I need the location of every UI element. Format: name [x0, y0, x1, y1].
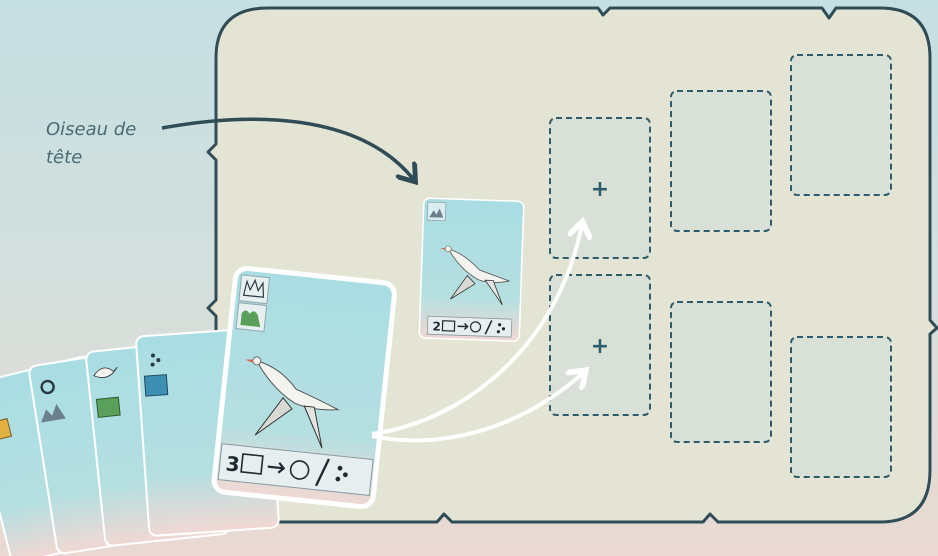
slot-2[interactable]: + — [549, 274, 651, 416]
slot-3[interactable] — [670, 90, 772, 232]
mistletoe-icon — [496, 323, 506, 334]
lead-bird-card[interactable]: 2 — [418, 197, 525, 342]
featured-card-cost: 3 — [225, 451, 241, 476]
slot-6[interactable] — [790, 336, 892, 478]
mistletoe-icon — [335, 465, 348, 482]
lead-card-cost: 2 — [432, 319, 441, 333]
slot-5[interactable] — [790, 54, 892, 196]
treasure-icon — [0, 418, 13, 443]
mountain-habitat-icon — [426, 201, 447, 222]
compass-icon — [289, 460, 310, 480]
featured-hand-card[interactable]: 3 — [211, 265, 397, 510]
bird-icon — [93, 366, 118, 378]
compass-icon — [469, 321, 482, 333]
cycle-icon — [40, 379, 55, 395]
water-habitat-icon — [143, 374, 169, 397]
arrow-to-slot-2 — [371, 372, 584, 443]
slot-1[interactable]: + — [549, 117, 651, 259]
mistletoe-icon — [150, 353, 161, 367]
mountain-habitat-icon — [41, 403, 66, 423]
crown-icon — [238, 274, 271, 305]
forest-habitat-icon — [95, 396, 121, 418]
slot-4[interactable] — [670, 301, 772, 443]
white-goose-icon — [244, 356, 340, 449]
slot-plus: + — [591, 177, 609, 202]
binoculars-icon — [240, 453, 264, 475]
binoculars-icon — [441, 320, 456, 332]
arrow-to-slot-1 — [371, 224, 582, 436]
lead-bird-arrow — [161, 117, 414, 180]
lead-bird-label: Oiseau de tête — [46, 119, 137, 168]
white-goose-icon — [440, 245, 511, 306]
slot-plus: + — [591, 334, 609, 359]
